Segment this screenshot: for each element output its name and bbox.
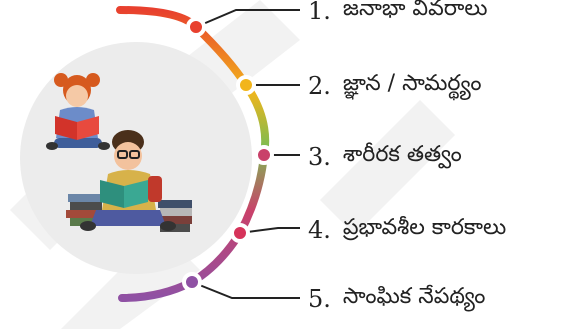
girl-reading-icon [46, 73, 110, 150]
node-2 [236, 75, 256, 95]
item-number: 3. [308, 143, 331, 171]
node-1 [186, 17, 206, 37]
arc-path [116, 6, 270, 302]
node-4 [230, 223, 250, 243]
boy-reading-icon [80, 130, 176, 231]
item-number: 4. [308, 216, 331, 244]
item-4: 4. ప్రభావశీల కారకాలు [308, 213, 506, 247]
connector-5 [191, 281, 300, 299]
connector-4 [239, 227, 300, 234]
node-5 [182, 272, 202, 292]
reading-kids-illustration [20, 42, 252, 274]
item-number: 5. [308, 285, 331, 313]
connector-1 [195, 9, 300, 28]
item-5: 5. సాంఘిక నేపథ్యం [308, 282, 485, 316]
item-1: 1. జనాభా వివరాలు [308, 0, 488, 28]
item-label: ప్రభావశీల కారకాలు [342, 215, 507, 240]
item-label: సాంఘిక నేపథ్యం [342, 284, 486, 309]
item-number: 2. [308, 72, 331, 100]
item-3: 3. శారీరక తత్వం [308, 140, 462, 174]
node-3 [254, 145, 274, 165]
item-label: జ్ఞాన / సామర్థ్యం [342, 71, 482, 96]
item-number: 1. [308, 0, 331, 25]
item-label: శారీరక తత్వం [342, 142, 462, 167]
item-2: 2. జ్ఞాన / సామర్థ్యం [308, 69, 482, 103]
item-label: జనాభా వివరాలు [342, 0, 488, 21]
